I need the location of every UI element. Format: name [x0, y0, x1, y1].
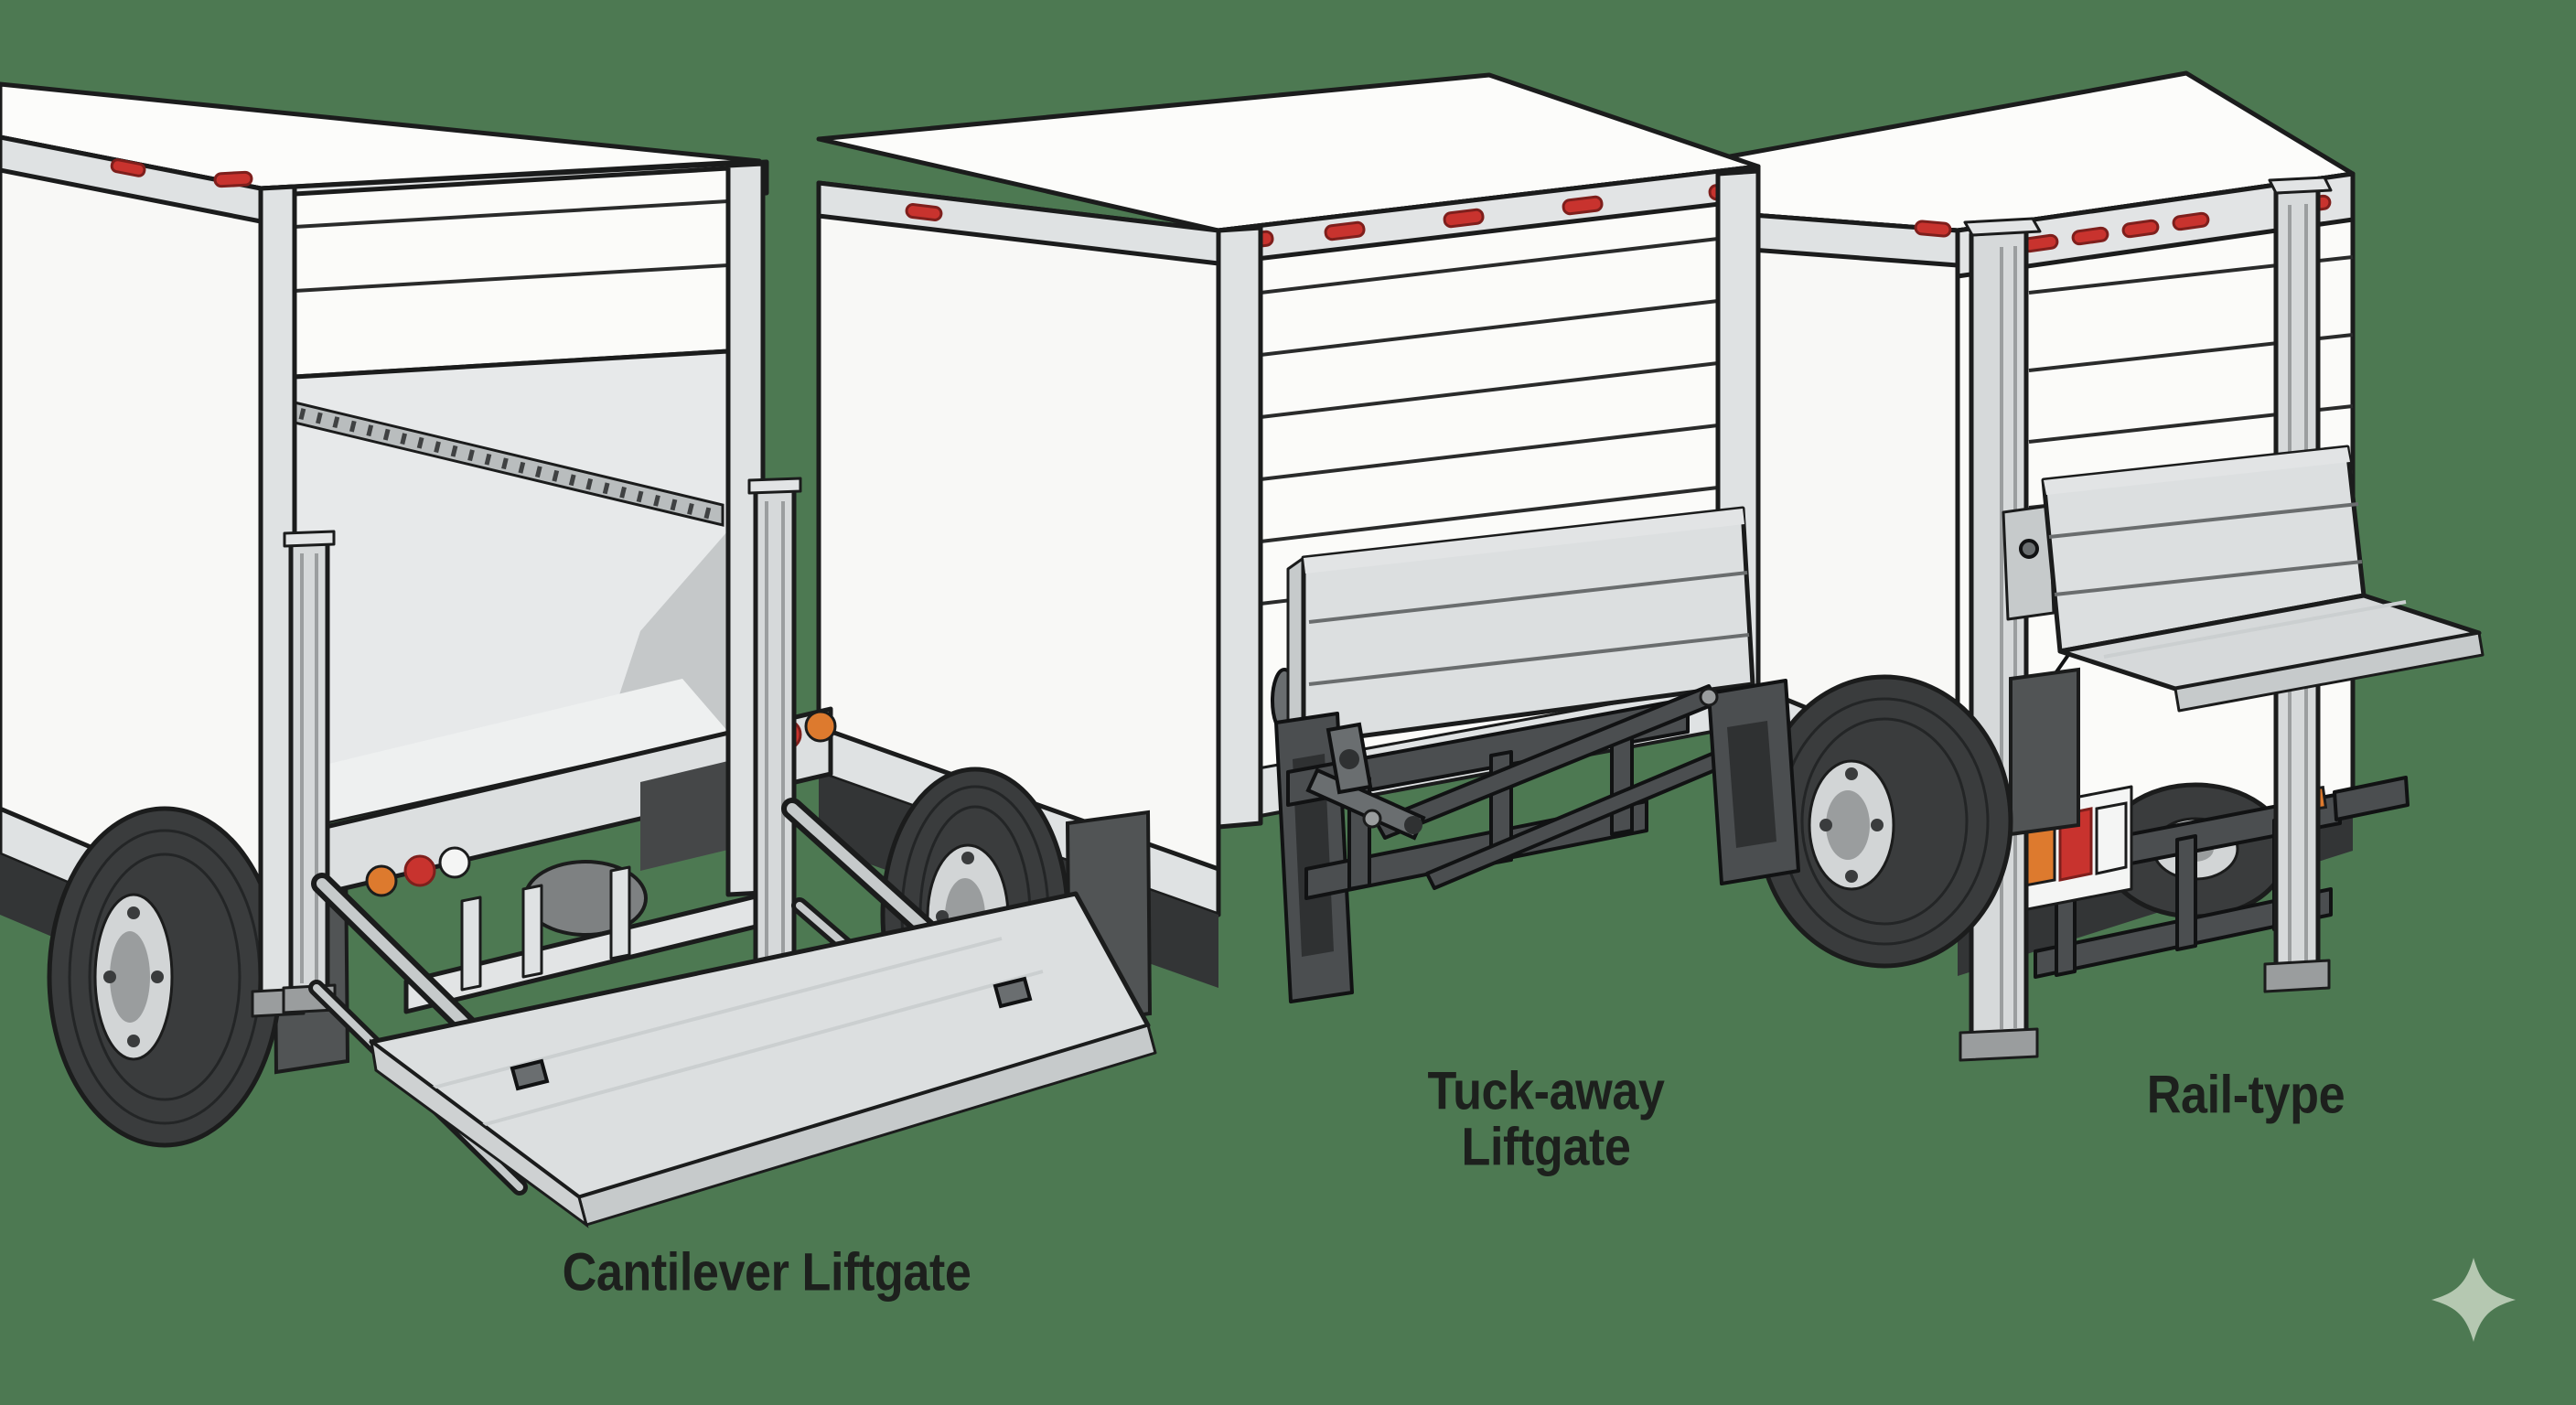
lug-hole [151, 971, 164, 983]
bumper-light-white [438, 846, 471, 879]
truck-cantilever-illustration [0, 81, 1157, 1228]
latch-pivot [1339, 749, 1359, 769]
marker-light [1443, 208, 1485, 229]
panel-fold-line [2054, 560, 2363, 596]
platform-line [475, 970, 1044, 1129]
marker-light [213, 170, 253, 188]
lift-column-right [753, 486, 797, 978]
marker-light [905, 203, 943, 221]
bumper-light-orange [804, 710, 837, 743]
lug-hole [1845, 870, 1858, 883]
header-seam [294, 263, 729, 293]
marker-light [1562, 195, 1604, 216]
wheel-hub-center [110, 931, 150, 1023]
chassis-strut [2175, 834, 2197, 951]
bumper-light-red [403, 854, 436, 887]
platform-panel-rim [2044, 447, 2350, 495]
marker-light [110, 158, 146, 177]
rail-cap [2268, 176, 2333, 195]
cargo-track-slots [298, 408, 721, 521]
bracket-window [1727, 721, 1776, 848]
lug-hole [127, 906, 140, 919]
tire-tread [88, 853, 242, 1101]
underbody-shadow [640, 760, 732, 871]
taillight-white [2095, 801, 2128, 875]
marker-light [1914, 220, 1952, 238]
label-text: Cantilever Liftgate [562, 1242, 971, 1303]
lug-hole [1819, 819, 1832, 831]
door-slat [1260, 361, 1719, 419]
door-slat [1260, 237, 1719, 295]
carriage-latch [2019, 539, 2039, 559]
step-strut [609, 865, 631, 960]
platform-side-lip [369, 1038, 589, 1228]
gate-panel-rim [1304, 509, 1744, 574]
door-header-panel [292, 166, 731, 380]
folded-gate-edge [1286, 556, 1305, 745]
marker-light [2172, 211, 2210, 231]
lug-hole [1871, 819, 1884, 831]
label-text: Tuck-away [1427, 1061, 1665, 1121]
label-cantilever-liftgate: Cantilever Liftgate [562, 1242, 971, 1303]
marker-light [2071, 226, 2109, 246]
header-seam [294, 199, 729, 229]
lug-hole [103, 971, 116, 983]
truck2-left-post [1216, 225, 1263, 830]
arm-pivot [1699, 687, 1719, 707]
door-slat [1260, 299, 1719, 357]
column-cap [747, 477, 802, 495]
hitch-bar [2333, 776, 2410, 821]
lug-hole [1845, 767, 1858, 780]
cylinder-collar [1404, 816, 1422, 834]
wheel-hub-center [1826, 790, 1870, 860]
mud-flap [2009, 667, 2080, 837]
sparkle-icon [2431, 1258, 2516, 1342]
rail-carriage [2002, 504, 2055, 621]
label-tuckaway-liftgate: Tuck-away Liftgate [1427, 1061, 1665, 1177]
deck-highlight [2103, 600, 2407, 659]
lift-column-left [288, 539, 330, 994]
platform-hinge [510, 1058, 550, 1091]
label-rail-type: Rail-type [2146, 1065, 2345, 1125]
tire-tread [1800, 717, 1969, 926]
arm-pivot [1362, 809, 1382, 829]
panel-fold-line [2048, 502, 2359, 539]
panel-fold-line [1308, 633, 1750, 686]
step-strut [521, 884, 543, 979]
lug-hole [961, 852, 974, 864]
marker-light [1324, 220, 1366, 241]
door-slat [1260, 486, 1719, 543]
column-cap [283, 530, 336, 548]
platform-hinge [993, 976, 1033, 1009]
rail-foot [1959, 1027, 2039, 1062]
step-strut [460, 896, 482, 992]
lug-hole [127, 1035, 140, 1047]
bumper-light-orange [365, 864, 398, 897]
channel-window [1293, 754, 1334, 957]
tuckaway-upper-bar [1286, 697, 1690, 807]
marker-light [2121, 219, 2160, 239]
label-text: Liftgate [1461, 1118, 1631, 1177]
interior-floor [295, 679, 728, 829]
deck-front-lip [2174, 631, 2485, 713]
label-text: Rail-type [2146, 1065, 2345, 1125]
rail-cap [1963, 217, 2042, 237]
rail-foot [2263, 959, 2331, 993]
door-slat [1260, 424, 1719, 481]
panel-fold-line [1308, 571, 1748, 624]
